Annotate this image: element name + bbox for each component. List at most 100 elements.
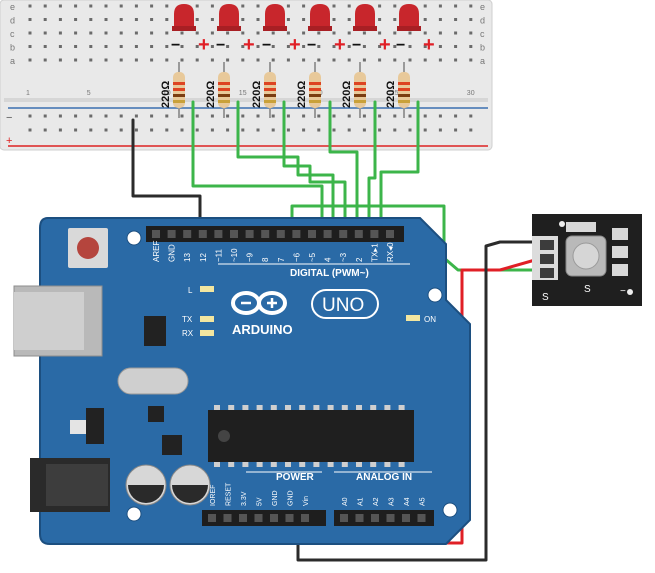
- breadboard-row-letter: a: [10, 56, 15, 66]
- power-analog-pin-label: A3: [389, 497, 396, 506]
- wire-led-5: [367, 100, 377, 228]
- led-polarity-plus: +: [289, 34, 301, 56]
- wire-led-3: [282, 100, 347, 228]
- power-analog-pin-label: GND: [272, 490, 279, 506]
- arduino-logo: [231, 291, 287, 315]
- breadboard-column-number: 25: [391, 90, 399, 97]
- arduino-model: UNO: [322, 295, 364, 316]
- rail-minus-label: −: [6, 112, 12, 124]
- digital-pin-label: ~9: [246, 252, 255, 262]
- resistor-label: 220Ω: [341, 81, 353, 108]
- breadboard-holes: [28, 4, 473, 132]
- resistor-label: 220Ω: [296, 81, 308, 108]
- led-label-on: ON: [424, 315, 436, 324]
- resistor: 220Ω: [385, 62, 410, 118]
- power-analog-pin-label: Vin: [303, 496, 310, 506]
- led-label-tx: TX: [182, 315, 193, 324]
- wires: [131, 100, 544, 562]
- rail-plus-label: +: [6, 135, 12, 147]
- breadboard-row-letter: e: [10, 2, 15, 12]
- resistor-label: 220Ω: [251, 81, 263, 108]
- wire-gnd-ir: [296, 240, 544, 562]
- resistor-label: 220Ω: [160, 81, 172, 108]
- digital-pin-label: 4: [324, 257, 333, 262]
- led-polarity-minus: −: [216, 37, 225, 54]
- led-label-rx: RX: [182, 329, 194, 338]
- breadboard-column-number: 5: [87, 90, 91, 97]
- power-analog-pin-label: 3.3V: [241, 491, 248, 506]
- power-analog-pin-label: A4: [404, 497, 411, 506]
- resistor-label: 220Ω: [205, 81, 217, 108]
- led-polarity-minus: −: [352, 37, 361, 54]
- breadboard-column-number: 1: [26, 90, 30, 97]
- led-label-l: L: [188, 286, 193, 295]
- reset-button[interactable]: [77, 237, 99, 259]
- analog-label: ANALOG IN: [356, 472, 412, 483]
- power-analog-pin-label: A0: [342, 497, 349, 506]
- led-polarity-plus: +: [379, 34, 391, 56]
- power-analog-pin-label: 5V: [257, 497, 264, 506]
- led-polarity-plus: +: [423, 34, 435, 56]
- power-label: POWER: [276, 472, 315, 483]
- resistor: 220Ω: [251, 62, 276, 118]
- digital-pin-label: GND: [168, 244, 177, 262]
- power-analog-pin-label: A1: [358, 497, 365, 506]
- atmega-chip: [208, 410, 414, 462]
- led: −+: [352, 4, 391, 56]
- breadboard-row-letter: e: [480, 2, 485, 12]
- led-polarity-minus: −: [262, 37, 271, 54]
- power-analog-pin-label: A2: [373, 497, 380, 506]
- crystal: [117, 367, 189, 395]
- resistor: 220Ω: [296, 62, 321, 118]
- wire-gnd-breadboard: [131, 118, 202, 228]
- digital-pin-label: RX◂0: [386, 242, 395, 262]
- digital-pin-label: 7: [277, 257, 286, 262]
- led-row: −+−+−+−+−+−+: [171, 4, 435, 56]
- ir-receiver-module: S S −: [532, 214, 642, 306]
- breadboard-row-letter: a: [480, 56, 485, 66]
- led-polarity-plus: +: [243, 34, 255, 56]
- led-polarity-plus: +: [334, 34, 346, 56]
- digital-pin-label: TX▸1: [370, 243, 379, 262]
- breadboard-row-letter: d: [10, 16, 15, 26]
- led: −+: [216, 4, 255, 56]
- resistor: 220Ω: [160, 62, 185, 118]
- digital-pin-label: AREF: [152, 241, 161, 262]
- digital-pin-label: ~6: [292, 252, 301, 262]
- digital-pin-label: 12: [199, 253, 208, 262]
- breadboard-row-letter: c: [480, 29, 485, 39]
- power-analog-pin-label: RESET: [226, 482, 233, 506]
- resistor-label: 220Ω: [385, 81, 397, 108]
- digital-pin-label: ~3: [339, 252, 348, 262]
- resistor: 220Ω: [341, 62, 366, 118]
- led: −+: [262, 4, 301, 56]
- wire-led-6: [379, 100, 420, 228]
- ir-label-s: S: [584, 284, 591, 295]
- led-polarity-minus: −: [307, 37, 316, 54]
- digital-pin-label: 8: [261, 257, 270, 262]
- digital-pin-label: 2: [355, 257, 364, 262]
- breadboard-row-letter: d: [480, 16, 485, 26]
- led-polarity-minus: −: [171, 37, 180, 54]
- ir-pin-minus: −: [620, 286, 626, 297]
- led-polarity-minus: −: [396, 37, 405, 54]
- resistor: 220Ω: [205, 62, 230, 118]
- power-analog-pin-label: IOREF: [210, 485, 217, 506]
- led: −+: [396, 4, 435, 56]
- led: −+: [307, 4, 346, 56]
- wire-led-4: [328, 100, 359, 228]
- power-analog-pin-label: GND: [288, 490, 295, 506]
- ir-pin-s: S: [542, 292, 549, 303]
- breadboard-column-number: 15: [239, 90, 247, 97]
- arduino-brand: ARDUINO: [232, 322, 293, 337]
- led-polarity-plus: +: [198, 34, 210, 56]
- breadboard-row-letter: b: [480, 43, 485, 53]
- breadboard-column-number: 30: [467, 90, 475, 97]
- digital-pin-label: ~11: [214, 248, 223, 262]
- breadboard-column-number: 10: [163, 90, 171, 97]
